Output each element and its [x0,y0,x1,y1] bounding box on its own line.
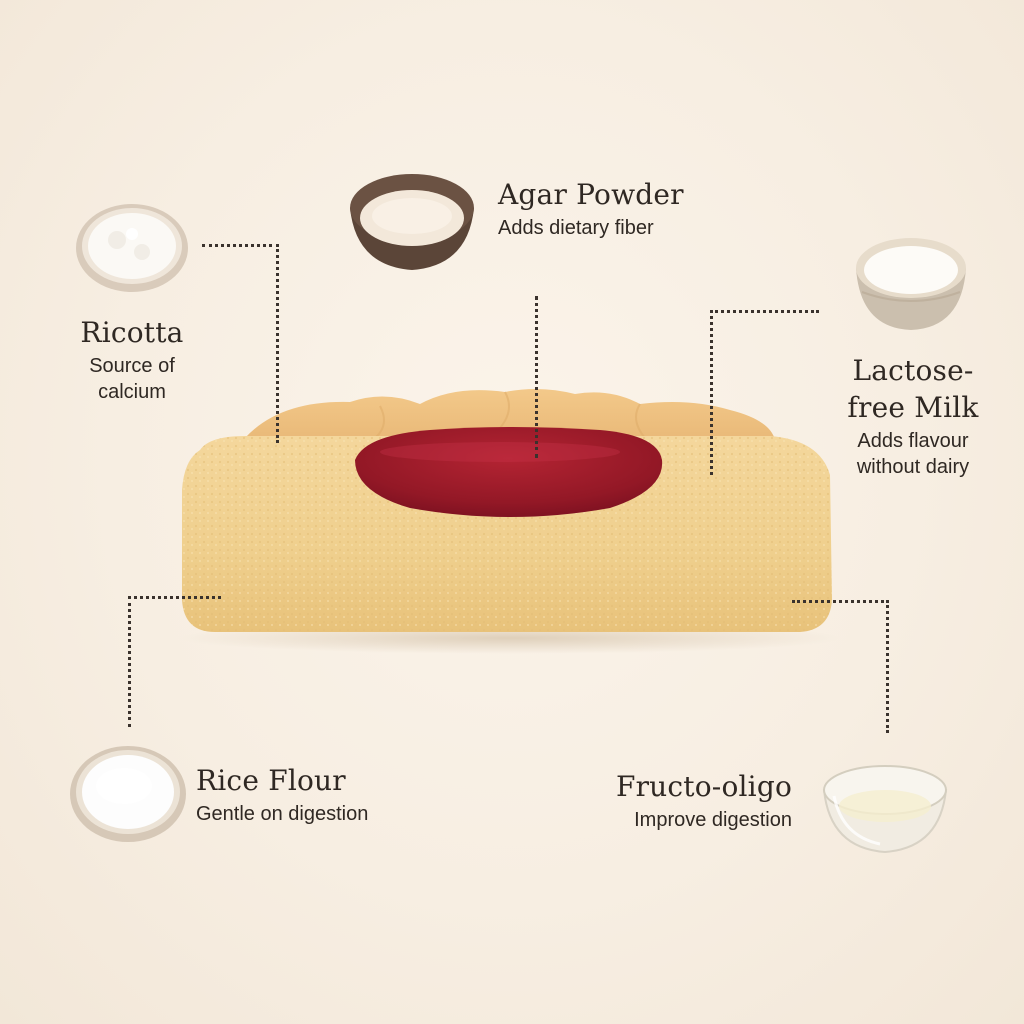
milk-bowl-icon [852,230,970,334]
jam-filled-cookie-cross-section [170,380,850,660]
milk-label: Lactose- free Milk Adds flavour without … [830,354,996,480]
fructo-oligo-label: Fructo-oligo Improve digestion [560,770,792,833]
fructo-oligo-desc: Improve digestion [634,808,792,831]
ricotta-desc-line2: calcium [98,380,166,403]
fructo-oligo-title: Fructo-oligo [615,770,792,803]
rice-flour-title: Rice Flour [196,764,346,797]
agar-leader-line [535,296,538,458]
milk-title-line2: free Milk [847,390,979,424]
milk-title-line1: Lactose- [852,354,974,387]
syrup-glass-bowl-icon [820,756,950,856]
rice-flour-label: Rice Flour Gentle on digestion [196,764,436,827]
agar-title: Agar Powder [498,178,684,211]
rice-flour-desc: Gentle on digestion [196,802,369,825]
milk-leader-line [710,310,819,475]
rice-flour-bowl-icon [66,738,190,846]
fructo-oligo-leader-line [792,600,889,733]
ricotta-title: Ricotta [80,316,184,349]
agar-label: Agar Powder Adds dietary fiber [498,178,738,241]
ricotta-bowl-icon [72,196,192,296]
milk-desc-line1: Adds flavour [857,429,969,452]
ricotta-leader-line [202,244,279,443]
agar-powder-bowl-icon [346,170,478,274]
milk-desc-line2: without dairy [856,455,970,478]
ricotta-desc-line1: Source of [89,354,175,377]
rice-flour-leader-line [128,596,221,727]
ricotta-label: Ricotta Source of calcium [60,316,204,405]
agar-desc: Adds dietary fiber [498,216,654,239]
